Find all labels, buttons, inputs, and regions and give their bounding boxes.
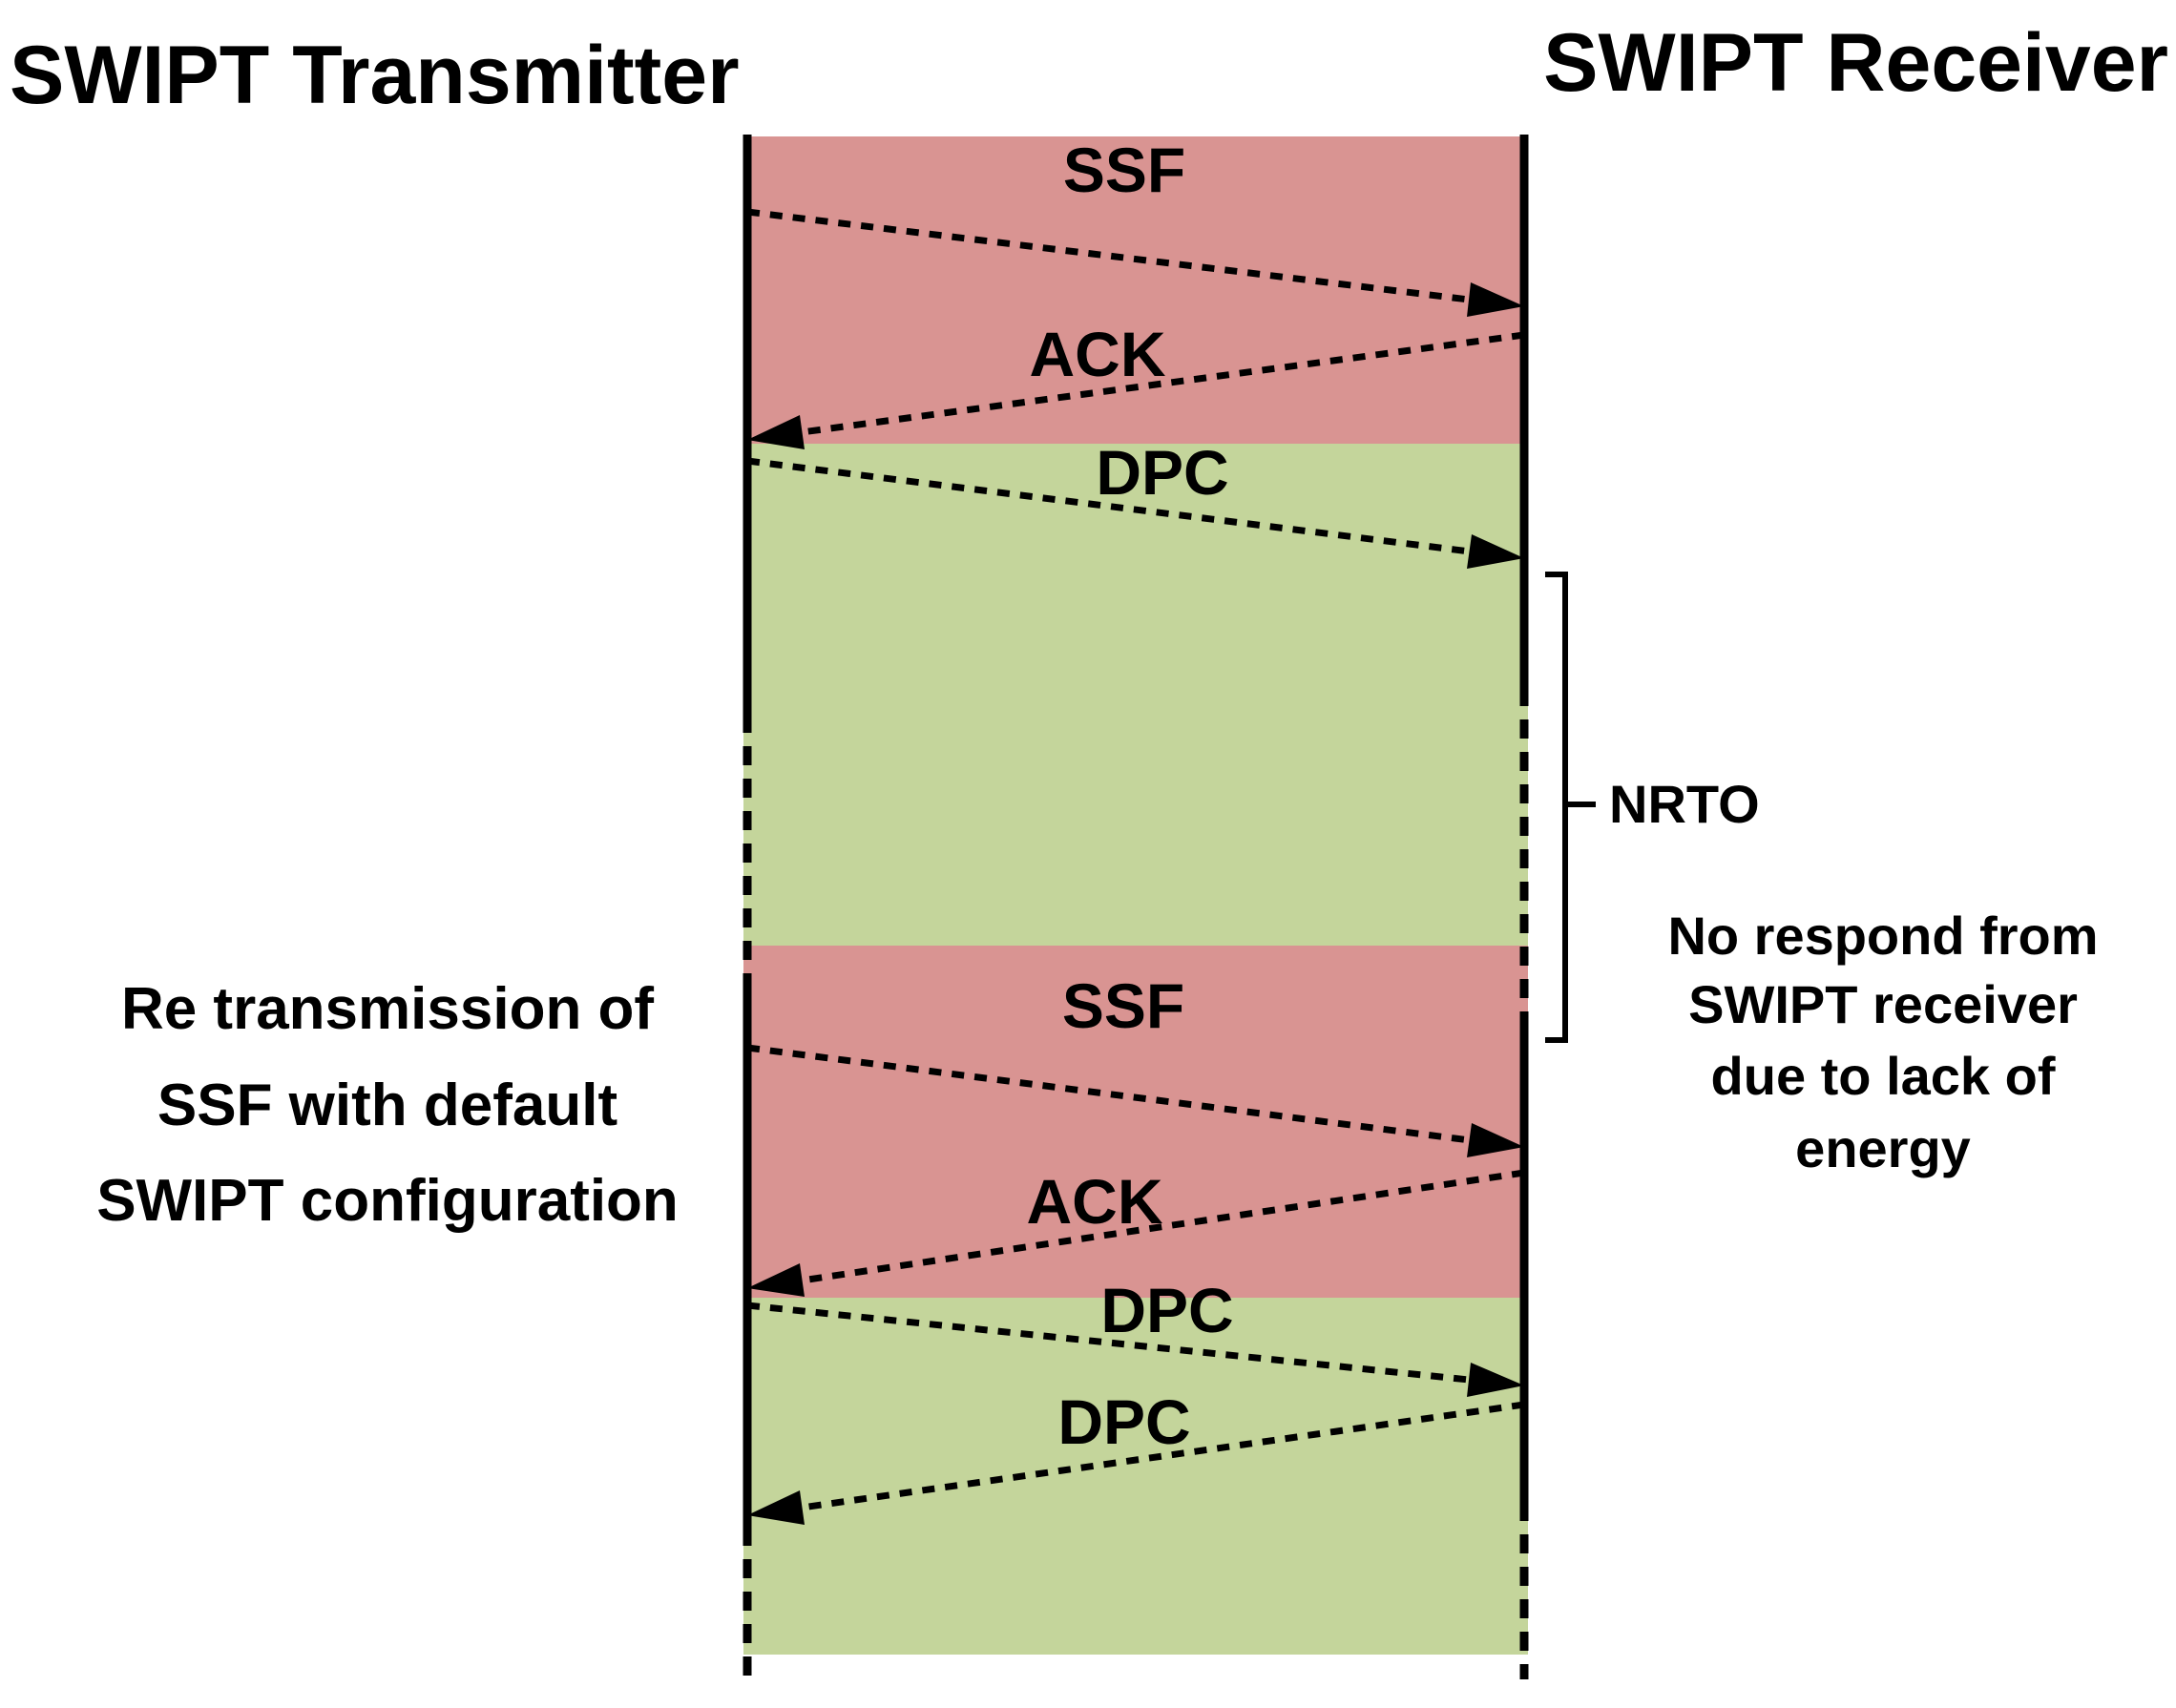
message-line xyxy=(801,1401,1525,1511)
message-arrow-ack-2 xyxy=(747,1169,1525,1297)
band-green-2 xyxy=(743,1298,1528,1655)
arrowhead-right-icon xyxy=(1467,1363,1524,1397)
message-label-ssf-1: SSF xyxy=(1063,135,1185,205)
band-pink-1 xyxy=(743,136,1528,444)
annotation-retransmission-line-3: SWIPT configuration xyxy=(96,1168,679,1234)
message-arrow-ssf-1 xyxy=(746,208,1524,317)
nrto-bracket xyxy=(1545,572,1596,1043)
message-label-dpc-3: DPC xyxy=(1057,1386,1190,1457)
arrowhead-left-icon xyxy=(747,1263,805,1297)
annotation-retransmission-line-1: Re transmission of xyxy=(121,976,654,1042)
message-line xyxy=(801,331,1525,436)
message-arrow-dpc-2 xyxy=(746,1302,1524,1397)
annotation-retransmission-line-2: SSF with default xyxy=(157,1073,617,1138)
band-green-1 xyxy=(743,444,1528,946)
annotation-no-respond-line-3: due to lack of xyxy=(1711,1046,2056,1106)
arrowhead-left-icon xyxy=(747,1490,805,1525)
message-label-ack-1: ACK xyxy=(1030,319,1166,389)
message-arrow-dpc-3 xyxy=(747,1401,1525,1525)
message-label-dpc-1: DPC xyxy=(1096,437,1228,508)
message-line xyxy=(746,457,1471,555)
message-label-ssf-2: SSF xyxy=(1062,970,1184,1041)
message-line xyxy=(746,1044,1471,1144)
annotation-retransmission: Re transmission of SSF with default SWIP… xyxy=(96,976,679,1234)
arrowhead-right-icon xyxy=(1467,534,1524,569)
nrto-label: NRTO xyxy=(1609,774,1760,834)
message-arrow-ssf-2 xyxy=(746,1044,1524,1157)
message-label-ack-2: ACK xyxy=(1027,1166,1163,1237)
band-pink-2 xyxy=(743,946,1528,1298)
message-label-dpc-2: DPC xyxy=(1100,1275,1233,1345)
message-arrow-ack-1 xyxy=(747,331,1525,449)
annotation-no-respond-line-2: SWIPT receiver xyxy=(1688,974,2078,1034)
message-arrow-dpc-1 xyxy=(746,457,1524,569)
arrowhead-right-icon xyxy=(1467,282,1524,317)
message-line xyxy=(746,208,1470,303)
arrowhead-left-icon xyxy=(747,415,805,449)
bracket-shape xyxy=(1545,572,1568,1043)
message-line xyxy=(746,1302,1470,1384)
message-line xyxy=(801,1169,1525,1284)
annotation-no-respond-line-1: No respond from xyxy=(1667,906,2098,966)
annotation-no-respond-line-4: energy xyxy=(1795,1118,1971,1178)
annotation-no-respond: No respond from SWIPT receiver due to la… xyxy=(1667,906,2098,1178)
title-transmitter: SWIPT Transmitter xyxy=(10,30,740,121)
title-receiver: SWIPT Receiver xyxy=(1543,17,2168,109)
arrowhead-right-icon xyxy=(1467,1123,1524,1157)
